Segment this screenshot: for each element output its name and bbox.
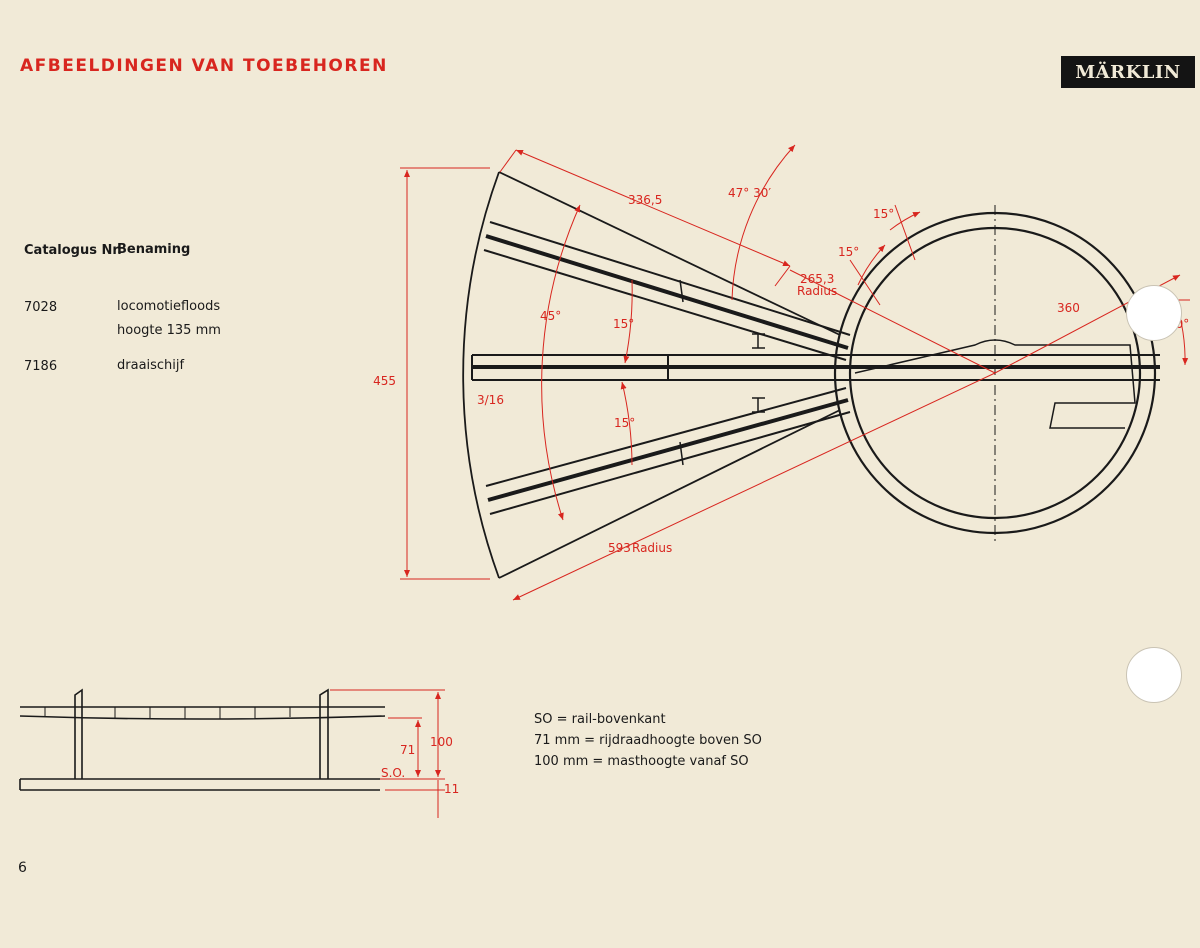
- binder-hole: [1126, 285, 1182, 341]
- dim-label: S.O.: [381, 766, 405, 780]
- dim-label: 15°: [838, 245, 859, 259]
- column-header-nr: Catalogus Nr.: [24, 243, 122, 258]
- page-number: 6: [18, 860, 27, 876]
- dim-label: Radius: [797, 284, 837, 298]
- legend: SO = rail-bovenkant 71 mm = rijdraadhoog…: [534, 709, 762, 772]
- dim-label: 3/16: [477, 393, 504, 407]
- track-middle: [471, 354, 1160, 381]
- column-header-name: Benaming: [117, 242, 191, 257]
- dim-label: 45°: [540, 309, 561, 323]
- brand-logo: MÄRKLIN: [1061, 56, 1195, 88]
- catenary-labels: 100 71 S.O. 11: [381, 735, 459, 796]
- legend-line: SO = rail-bovenkant: [534, 712, 666, 727]
- dim-label: 455: [373, 374, 396, 388]
- row-nr: 7028: [24, 300, 58, 315]
- legend-line: 100 mm = masthoogte vanaf SO: [534, 754, 749, 769]
- row-name-line: locomotiefloods: [117, 299, 221, 314]
- row-name: locomotiefloods hoogte 135 mm: [117, 295, 221, 343]
- track-lower: [485, 387, 851, 515]
- row-name: draaischijf: [117, 358, 185, 373]
- track-markers: [679, 279, 765, 466]
- dim-label: 265,3: [800, 272, 834, 286]
- catenary-dimension-lines: [330, 689, 445, 818]
- dim-label: 71: [400, 743, 415, 757]
- dimension-lines: [400, 144, 1190, 601]
- dim-label: 47° 30′: [728, 186, 771, 200]
- catenary-lines: [19, 688, 386, 791]
- dim-label: 593: [608, 541, 631, 555]
- dim-label: 360: [1057, 301, 1080, 315]
- dim-label: 15°: [614, 416, 635, 430]
- row-nr: 7186: [24, 359, 58, 374]
- dim-label: 15°: [613, 317, 634, 331]
- dim-label: Radius: [632, 541, 672, 555]
- dim-label: 100: [430, 735, 453, 749]
- legend-line: 71 mm = rijdraadhoogte boven SO: [534, 733, 762, 748]
- turntable-pit: [833, 205, 1157, 545]
- row-name-line: hoogte 135 mm: [117, 323, 221, 338]
- dim-label: 15°: [873, 207, 894, 221]
- page-title: AFBEELDINGEN VAN TOEBEHOREN: [20, 56, 388, 76]
- dim-label: 336,5: [628, 193, 662, 207]
- binder-hole: [1126, 647, 1182, 703]
- dim-label: 11: [444, 782, 459, 796]
